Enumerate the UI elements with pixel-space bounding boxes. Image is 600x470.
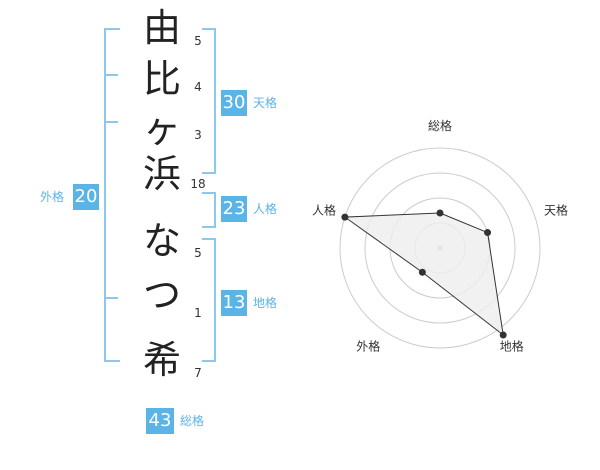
radar-axis-label: 外格 [356,339,380,354]
radar-point [499,331,507,339]
tenkaku-label: 天格 [253,96,278,110]
tenkaku-value: 30 [221,90,247,116]
stroke-count: 5 [194,246,202,260]
name-char: 比 [142,57,181,101]
radar-shape [343,212,504,337]
gaikaku-bracket [104,28,120,362]
stroke-count: 18 [190,177,206,191]
radar-point [436,209,444,217]
jinkaku-bracket [202,192,216,228]
radar-axis-label: 総格 [428,118,452,133]
chikaku-value: 13 [221,290,247,316]
gaikaku-label: 外格 [40,190,65,204]
radar-grid-ring [364,172,516,324]
name-char: つ [142,273,181,317]
inner-tick-bracket [104,297,118,299]
radar-point [484,229,492,237]
name-char: 由 [142,6,181,50]
stroke-count: 5 [194,34,202,48]
gaikaku-value: 20 [73,184,99,210]
inner-tick-bracket [104,74,118,76]
radar-grid-ring [339,147,541,349]
name-char: ヶ [142,107,181,151]
jinkaku-value: 23 [221,196,247,222]
stroke-count: 4 [194,80,202,94]
stroke-count: 1 [194,306,202,320]
radar-axis-label: 地格 [500,339,524,354]
name-char: な [142,219,181,263]
name-char: 希 [142,338,181,382]
soukaku-label: 総格 [180,414,205,428]
chikaku-bracket [202,238,216,362]
stroke-count: 3 [194,128,202,142]
chikaku-label: 地格 [253,296,278,310]
radar-point [341,213,349,221]
inner-tick-bracket [104,121,118,123]
soukaku-value: 43 [146,408,174,434]
radar-axis-label: 天格 [544,202,568,217]
radar-axis-label: 人格 [312,202,336,217]
jinkaku-label: 人格 [253,202,278,216]
tenkaku-bracket [202,28,216,174]
name-char: 浜 [142,152,181,196]
stroke-count: 7 [194,366,202,380]
radar-point [418,268,426,276]
